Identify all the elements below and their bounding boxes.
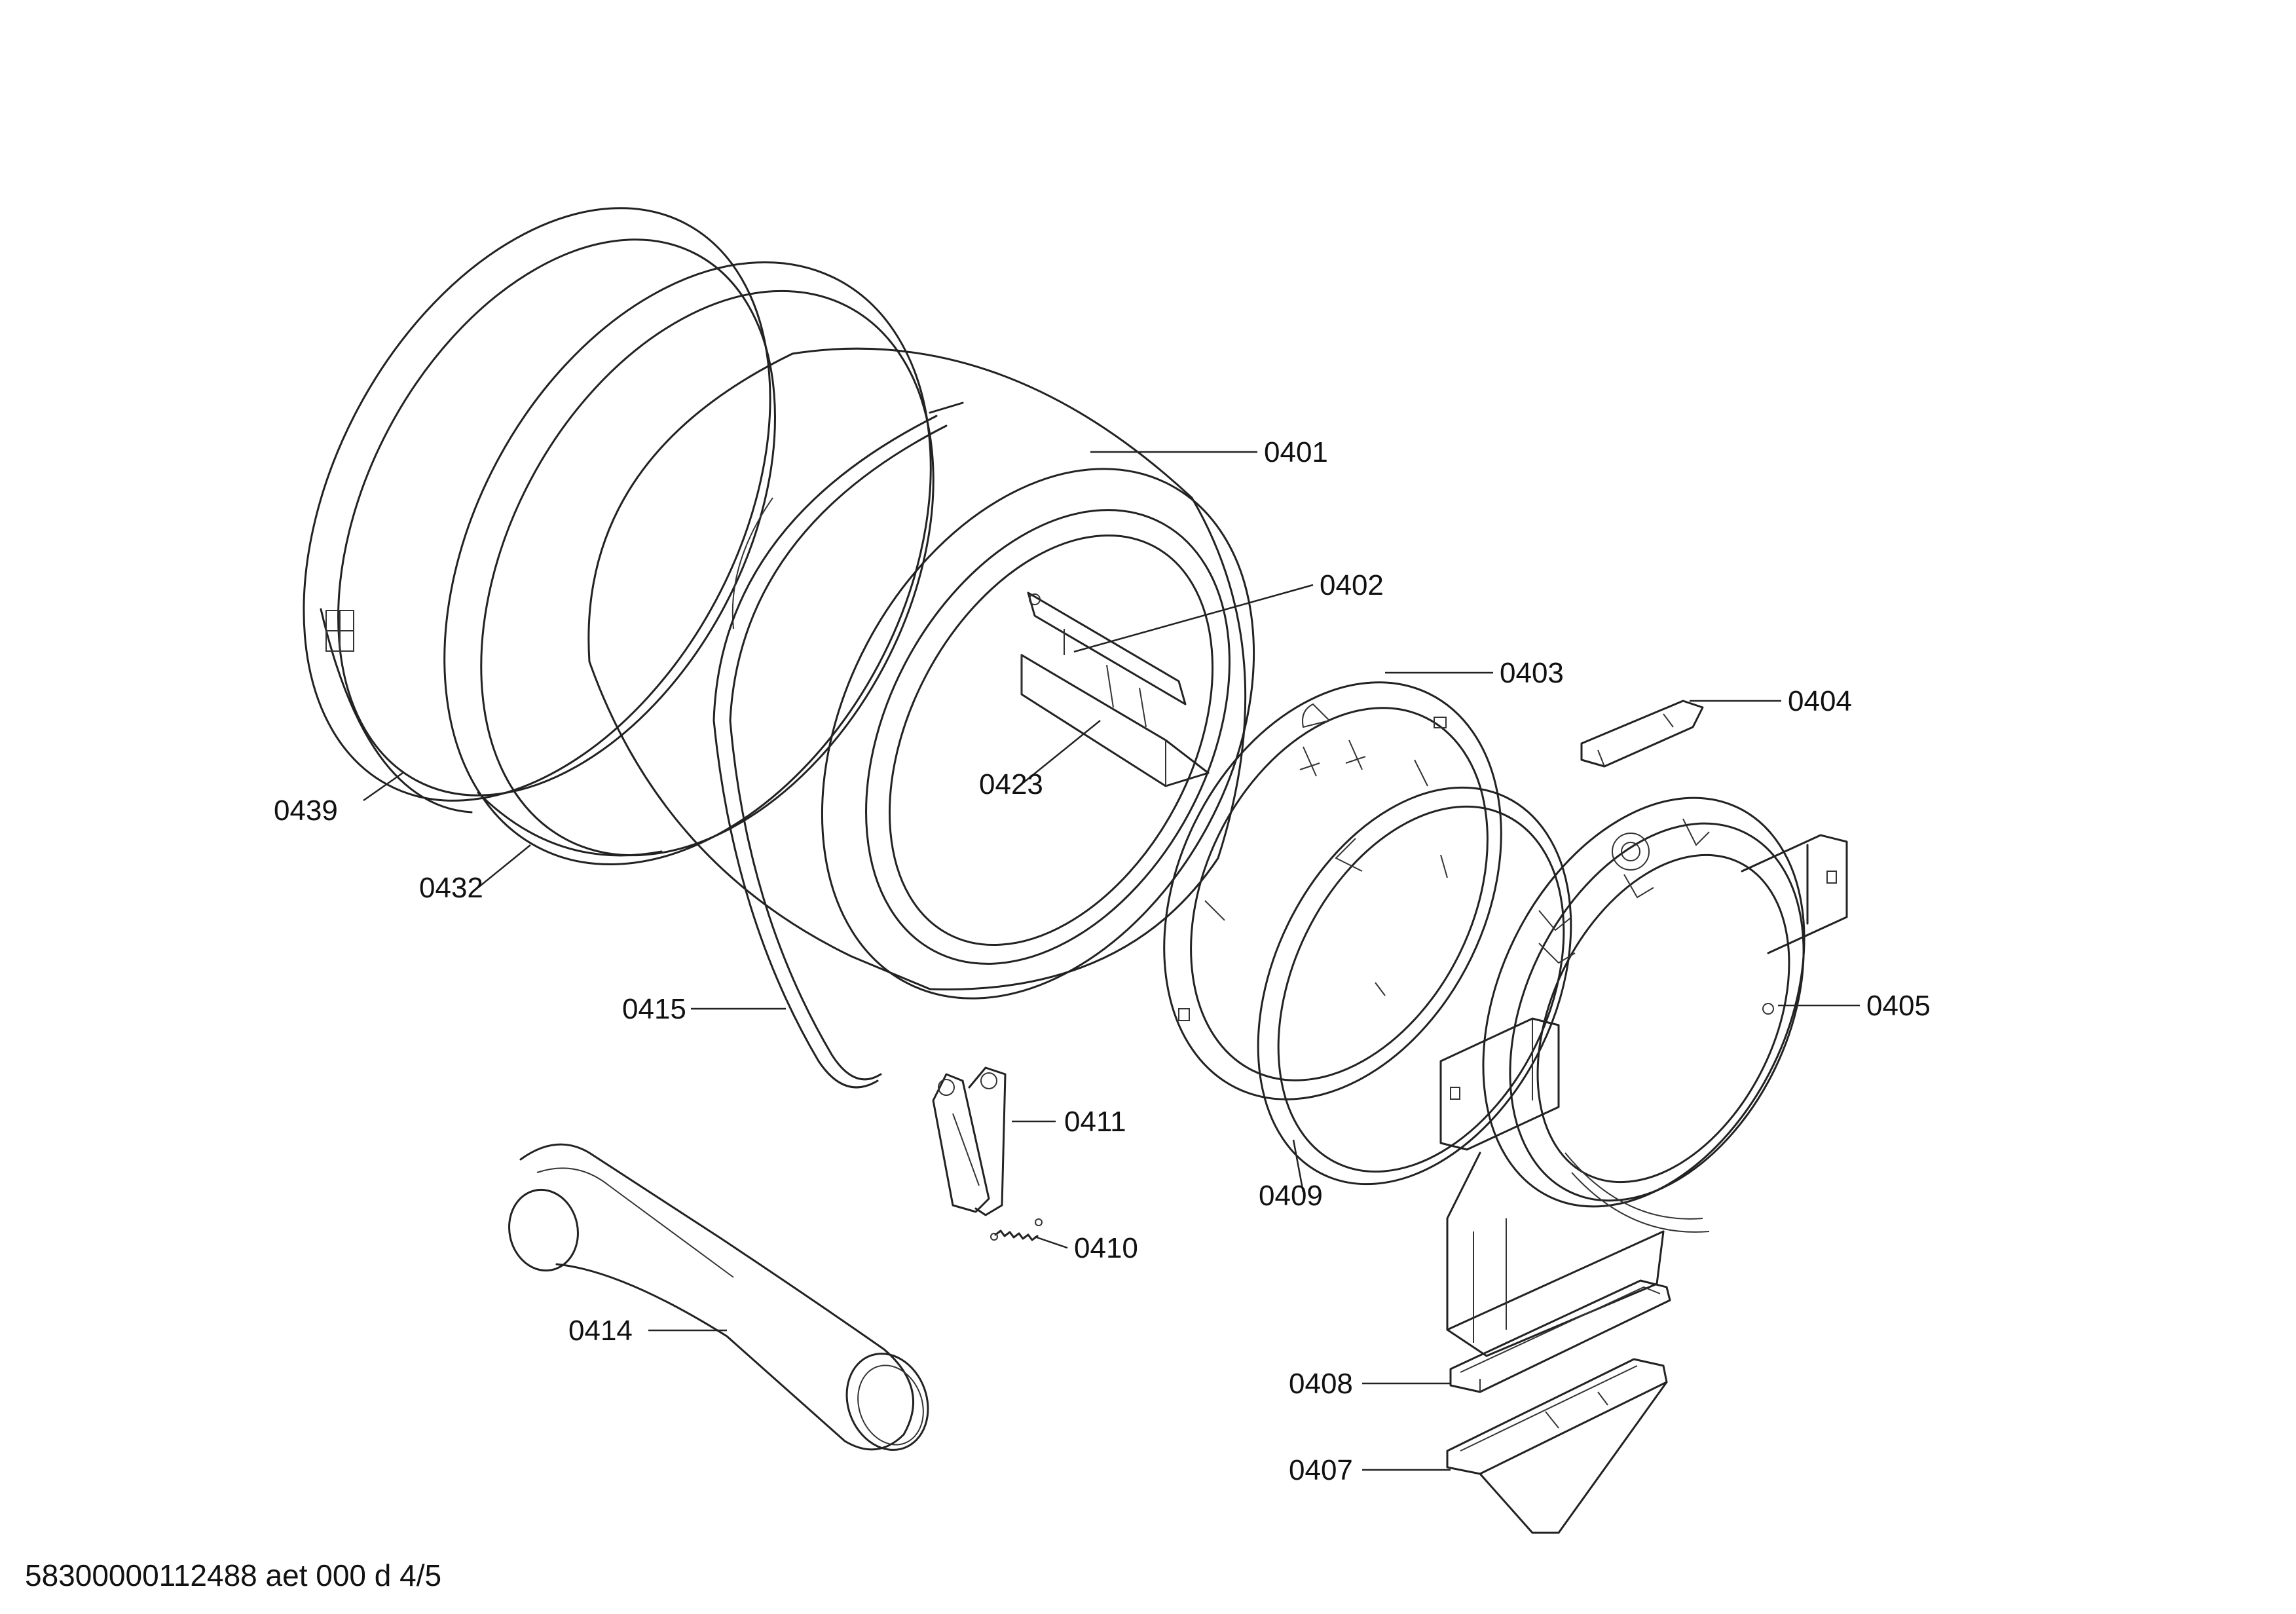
drum-paddle-0423	[1020, 654, 1210, 787]
cover-plate-0404	[1580, 700, 1704, 768]
callout-0407: 0407	[1289, 1454, 1353, 1486]
callout-0404: 0404	[1788, 685, 1852, 717]
lint-filter-0407	[1446, 1358, 1668, 1534]
leader-lines	[363, 451, 1860, 1471]
callout-0411: 0411	[1064, 1106, 1126, 1138]
callout-0432: 0432	[419, 872, 483, 904]
drive-belt-0415	[713, 415, 948, 1089]
callout-0423: 0423	[979, 768, 1043, 800]
front-bearing-ring-0403	[1163, 681, 1502, 1100]
callout-0409: 0409	[1259, 1180, 1323, 1212]
felt-seal-ring-0409	[1257, 786, 1572, 1186]
lint-filter-frame-0408	[1449, 1279, 1671, 1393]
drum-belt-ring-0432	[443, 261, 935, 866]
front-bulkhead-0405	[1439, 797, 1848, 1357]
callout-0439: 0439	[274, 795, 338, 827]
hinge-spring-0410	[990, 1218, 1043, 1241]
callout-0410: 0410	[1074, 1232, 1138, 1264]
callout-0414: 0414	[568, 1315, 633, 1347]
callout-0405: 0405	[1866, 990, 1931, 1022]
rear-felt-seal-0439	[303, 207, 776, 814]
callout-0415: 0415	[622, 993, 686, 1025]
paddle-bracket-0402	[1027, 591, 1187, 705]
callout-labels: 0401 0402 0403 0404 0405 0407 0408 0409 …	[274, 436, 1931, 1486]
callout-0402: 0402	[1320, 569, 1384, 601]
drum-0401	[587, 347, 1255, 1000]
callout-0403: 0403	[1500, 657, 1564, 689]
door-hinge-0411	[932, 1066, 1007, 1216]
callout-0401: 0401	[1264, 436, 1328, 468]
air-duct-hose-0414	[508, 1143, 929, 1451]
callout-0408: 0408	[1289, 1368, 1353, 1400]
document-code: 58300000112488 aet 000 d 4/5	[25, 1558, 442, 1592]
